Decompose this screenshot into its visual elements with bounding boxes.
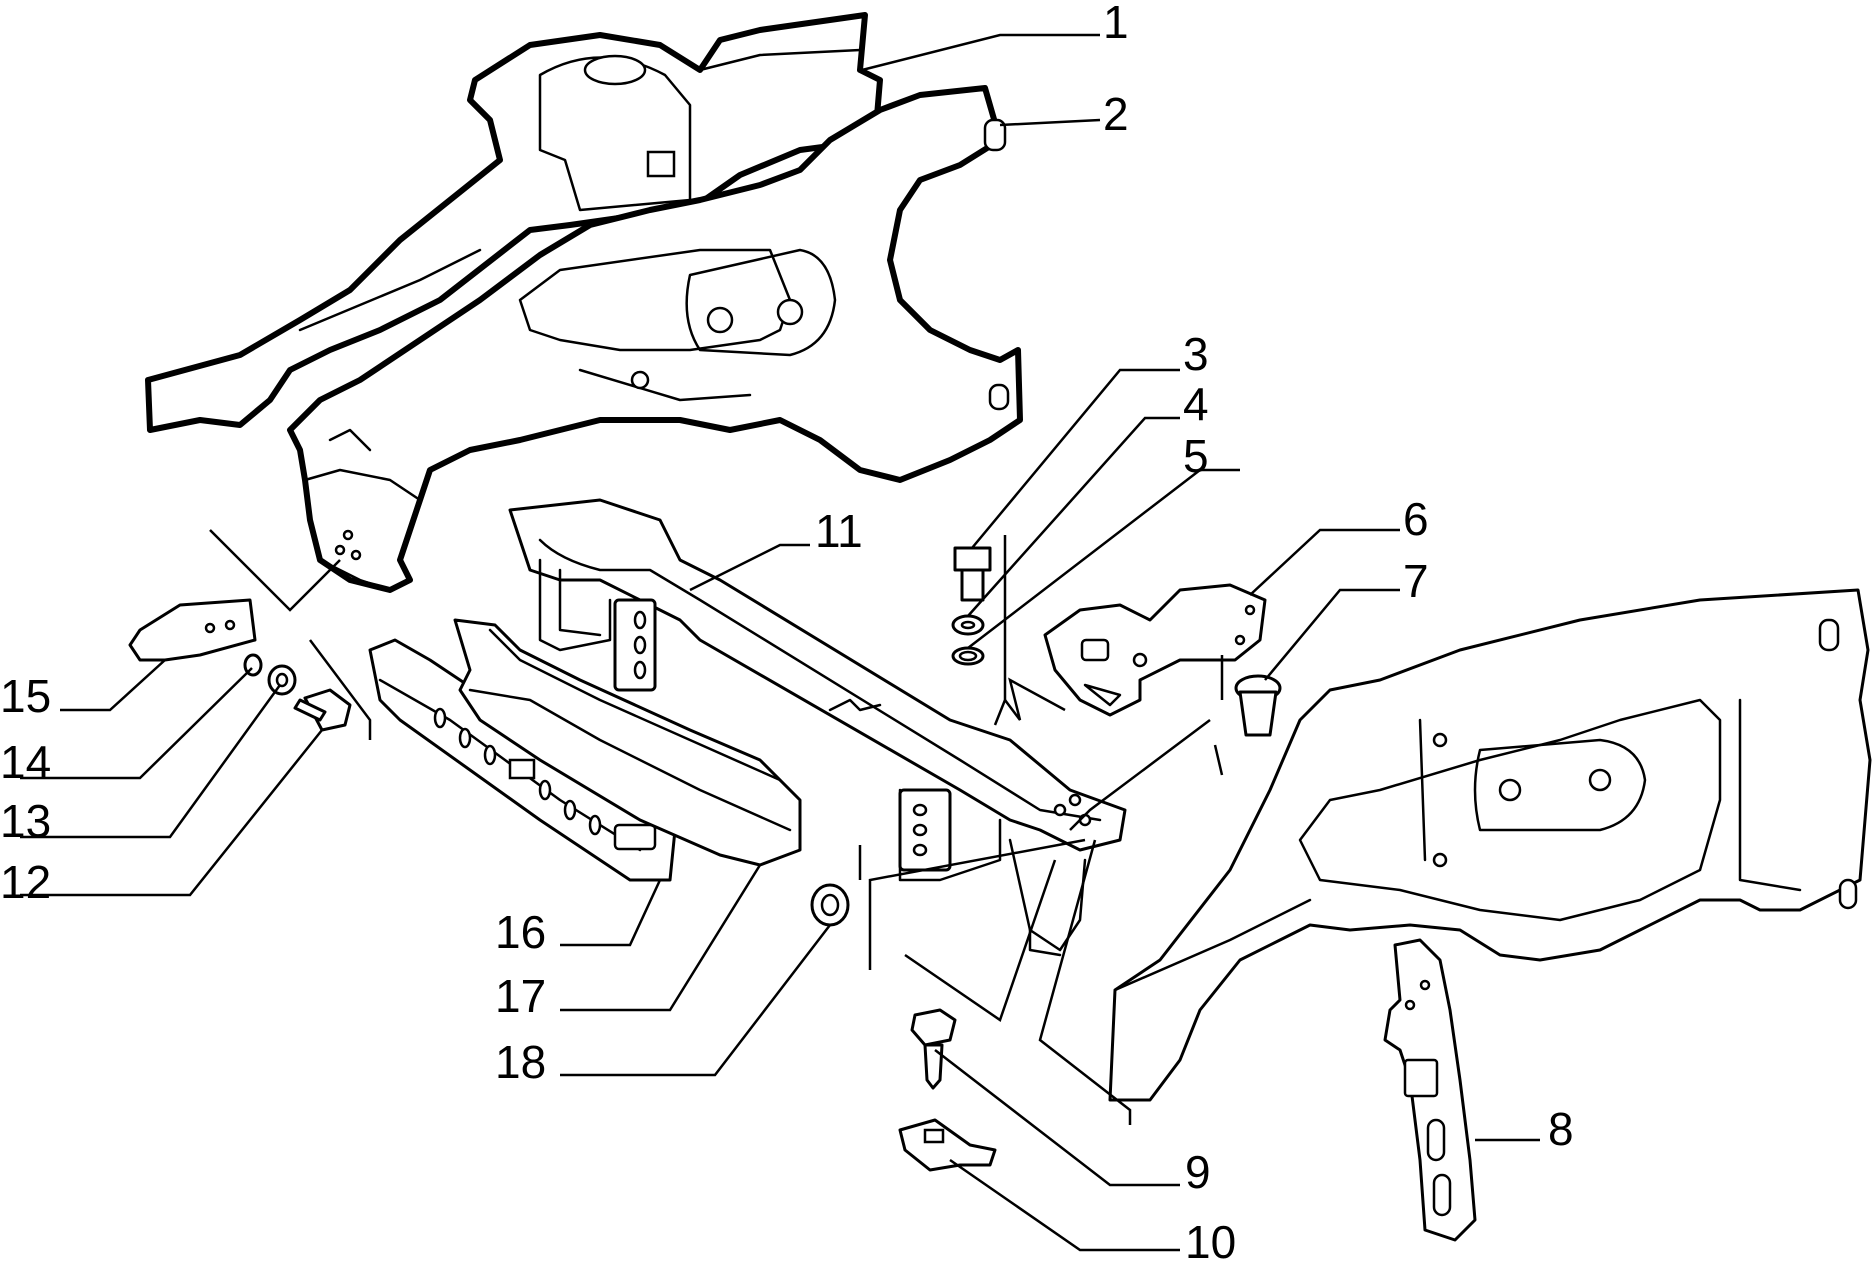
part-1-strut-tower [145, 12, 883, 433]
part-11-cross-member [508, 498, 1127, 957]
callout-12: 12 [0, 856, 51, 908]
callout-10: 10 [1185, 1216, 1236, 1268]
part-2-side-member [287, 85, 1023, 593]
callout-6: 6 [1403, 493, 1429, 545]
part-9-screw [910, 1008, 957, 1090]
leader-lines [20, 33, 1540, 1252]
callout-8: 8 [1548, 1103, 1574, 1155]
callout-16: 16 [495, 906, 546, 958]
callout-14: 14 [0, 736, 51, 788]
part-10-clip-nut [898, 1118, 997, 1172]
part-3-bolt [953, 546, 992, 602]
part-8-bracket-plate [1383, 938, 1477, 1242]
callout-2: 2 [1103, 88, 1129, 140]
callout-4: 4 [1183, 378, 1209, 430]
part-16-lower-rail [368, 638, 677, 882]
part-18-nut [810, 883, 850, 927]
callout-11: 11 [815, 505, 863, 557]
part-6-bracket [1043, 583, 1267, 717]
callout-18: 18 [495, 1036, 546, 1088]
callout-5: 5 [1183, 430, 1209, 482]
part-12-bolt [293, 688, 352, 732]
callout-7: 7 [1403, 555, 1429, 607]
part-5-washer [951, 646, 985, 666]
part-13-nut [267, 664, 297, 696]
callout-labels: 1 2 3 4 5 6 7 8 9 10 11 12 13 14 15 16 1… [0, 0, 1574, 1268]
callout-3: 3 [1183, 328, 1209, 380]
callout-15: 15 [0, 670, 51, 722]
part-15-clip [128, 598, 257, 662]
part-7-plug [1234, 674, 1282, 737]
right-side-member [1108, 588, 1872, 1102]
assembly-lines [209, 529, 1224, 1125]
part-17-reinforcement [453, 618, 802, 867]
callout-9: 9 [1185, 1146, 1211, 1198]
part-4-washer [951, 614, 985, 636]
callout-17: 17 [495, 970, 546, 1022]
callout-1: 1 [1103, 0, 1129, 48]
callout-13: 13 [0, 795, 51, 847]
